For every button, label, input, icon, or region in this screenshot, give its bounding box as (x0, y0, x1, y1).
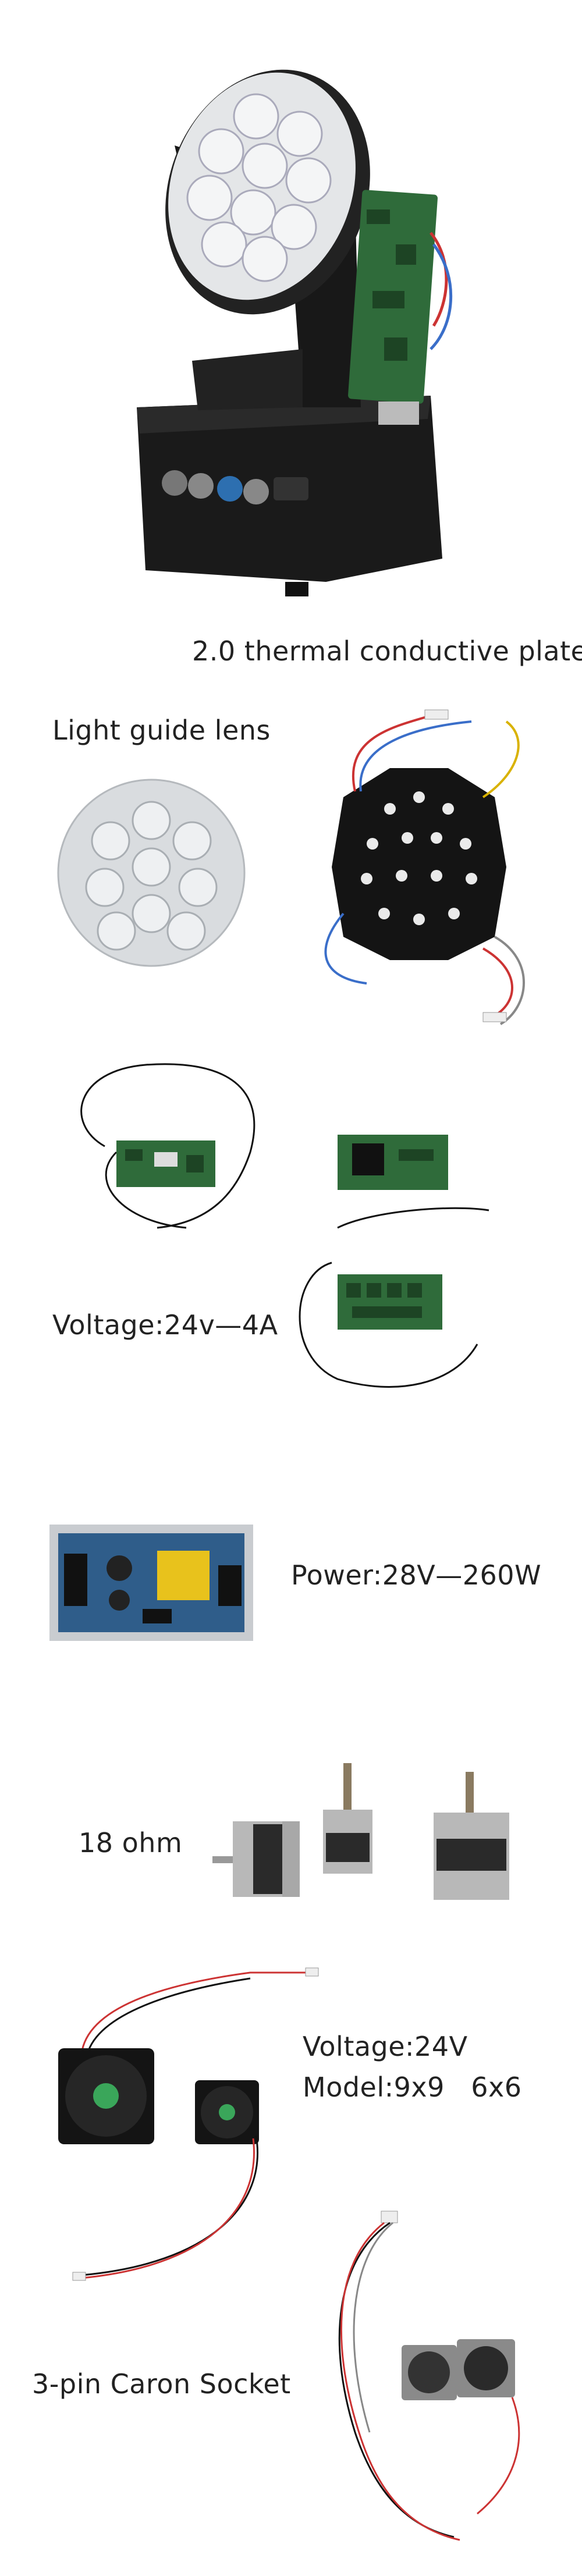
control-board-a-image (80, 1063, 255, 1229)
driver-board-image (299, 1207, 489, 1388)
power-supply-section: Power:28V—260W (0, 1495, 582, 1705)
fan-model-caption: Model:9x9 6x6 (303, 2072, 522, 2103)
motor-caption: 18 ohm (79, 1827, 183, 1859)
fan-section: Voltage:24V Model:9x9 6x6 (0, 1961, 582, 2287)
cooling-fans-image (58, 1967, 319, 2281)
lens-led-section: Light guide lens (0, 692, 582, 1053)
led-board-image (324, 709, 525, 1025)
light-guide-lens-caption: Light guide lens (52, 715, 271, 746)
fixture-section: 2.0 thermal conductive plate (0, 0, 582, 667)
light-guide-lens-image (57, 779, 246, 967)
power-supply-caption: Power:28V—260W (291, 1559, 542, 1591)
fan-voltage-caption: Voltage:24V (303, 2031, 468, 2062)
socket-section: 3-pin Caron Socket (0, 2200, 582, 2572)
power-supply-image (49, 1525, 253, 1641)
stepper-motors-image (212, 1763, 509, 1900)
control-boards-section: Voltage:24v—4A (0, 1053, 582, 1414)
voltage-board-caption: Voltage:24v—4A (52, 1309, 278, 1341)
xlr-socket-image (338, 2211, 520, 2541)
thermal-plate-caption: 2.0 thermal conductive plate (192, 635, 582, 667)
moving-head-fixture-image (137, 69, 453, 596)
socket-caption: 3-pin Caron Socket (32, 2368, 291, 2400)
motor-section: 18 ohm (0, 1740, 582, 1949)
display-board-image (338, 1135, 448, 1190)
